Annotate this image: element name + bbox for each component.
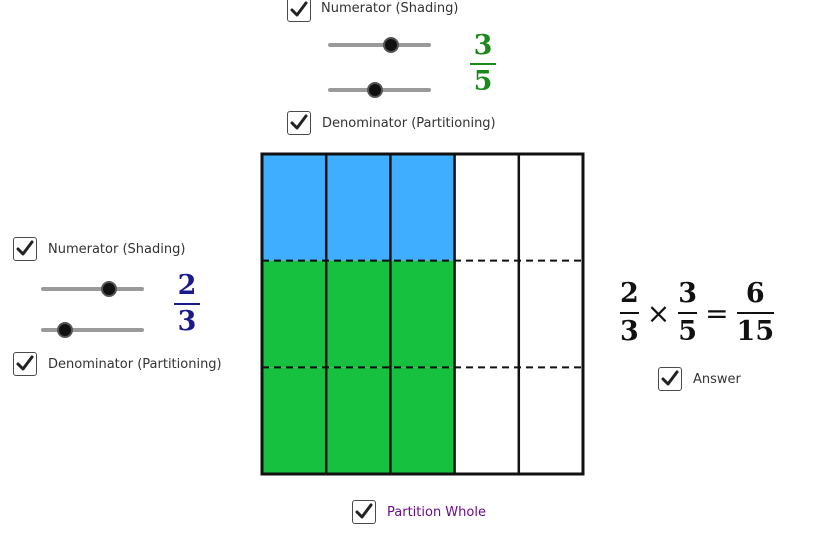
grid-cell (454, 154, 519, 261)
left-denominator-label: Denominator (Partitioning) (48, 357, 222, 372)
grid-cell (518, 154, 583, 261)
grid-cell (326, 367, 391, 474)
equation-b-denominator: 5 (678, 316, 698, 347)
grid-border (260, 152, 585, 476)
top-denominator-slider[interactable] (328, 80, 431, 100)
left-fraction-denominator: 3 (177, 306, 197, 337)
checkmark-icon (290, 114, 308, 130)
slider-track (41, 328, 144, 332)
top-numerator-slider[interactable] (328, 35, 431, 55)
grid-cell (262, 260, 327, 368)
answer-label: Answer (693, 372, 741, 387)
times-sign: × (646, 296, 671, 330)
top-denominator-checkbox[interactable] (287, 111, 311, 135)
left-fraction: 2 3 (174, 272, 200, 336)
fraction-bar (736, 312, 775, 314)
checkmark-icon (16, 240, 34, 256)
left-fraction-numerator: 2 (177, 270, 197, 301)
fraction-bar (678, 312, 698, 314)
grid-cell (262, 367, 327, 474)
left-numerator-checkbox[interactable] (13, 237, 37, 261)
slider-track (41, 287, 144, 291)
equation-result: 6 15 (736, 278, 775, 347)
equation-fraction-a: 2 3 (620, 280, 639, 346)
checkmark-icon (355, 503, 373, 519)
equation-fraction-b: 3 5 (678, 278, 698, 347)
grid-cell (454, 260, 519, 368)
slider-track (328, 43, 431, 47)
left-denominator-checkbox[interactable] (13, 352, 37, 376)
area-model-grid (260, 152, 585, 476)
answer-checkbox[interactable] (658, 367, 682, 391)
grid-cell (262, 154, 327, 261)
checkmark-icon (16, 355, 34, 371)
checkmark-icon (290, 1, 308, 17)
top-fraction-numerator: 3 (473, 30, 493, 61)
top-numerator-label: Numerator (Shading) (321, 1, 459, 16)
equation-a-numerator: 2 (620, 278, 639, 309)
slider-thumb[interactable] (56, 322, 73, 338)
grid-cell (390, 154, 455, 261)
equals-sign: = (705, 296, 729, 330)
grid-cell (454, 367, 519, 474)
grid-cell (518, 367, 583, 474)
left-numerator-label: Numerator (Shading) (48, 242, 186, 257)
left-denominator-slider[interactable] (41, 320, 144, 340)
partition-whole-checkbox[interactable] (352, 500, 376, 524)
grid-cell (518, 260, 583, 368)
slider-thumb[interactable] (367, 82, 384, 98)
equation-result-denominator: 15 (736, 316, 775, 347)
left-numerator-slider[interactable] (41, 279, 144, 299)
fraction-bar (620, 312, 639, 314)
equation-b-numerator: 3 (678, 278, 698, 309)
equation-a-denominator: 3 (620, 316, 639, 347)
slider-thumb[interactable] (100, 281, 117, 297)
grid-cell (326, 260, 391, 368)
top-fraction: 3 5 (470, 32, 496, 96)
grid-cell (390, 260, 455, 368)
partition-whole-label: Partition Whole (387, 505, 486, 520)
grid-cell (390, 367, 455, 474)
equation-result-numerator: 6 (745, 278, 765, 309)
grid-cell (326, 154, 391, 261)
multiplication-equation: 2 3 × 3 5 = 6 15 (620, 278, 775, 347)
slider-thumb[interactable] (382, 37, 399, 53)
fraction-bar (470, 63, 496, 65)
fraction-bar (174, 303, 200, 305)
checkmark-icon (661, 370, 679, 386)
top-numerator-checkbox[interactable] (287, 0, 311, 22)
top-fraction-denominator: 5 (473, 66, 493, 97)
top-denominator-label: Denominator (Partitioning) (322, 116, 496, 131)
